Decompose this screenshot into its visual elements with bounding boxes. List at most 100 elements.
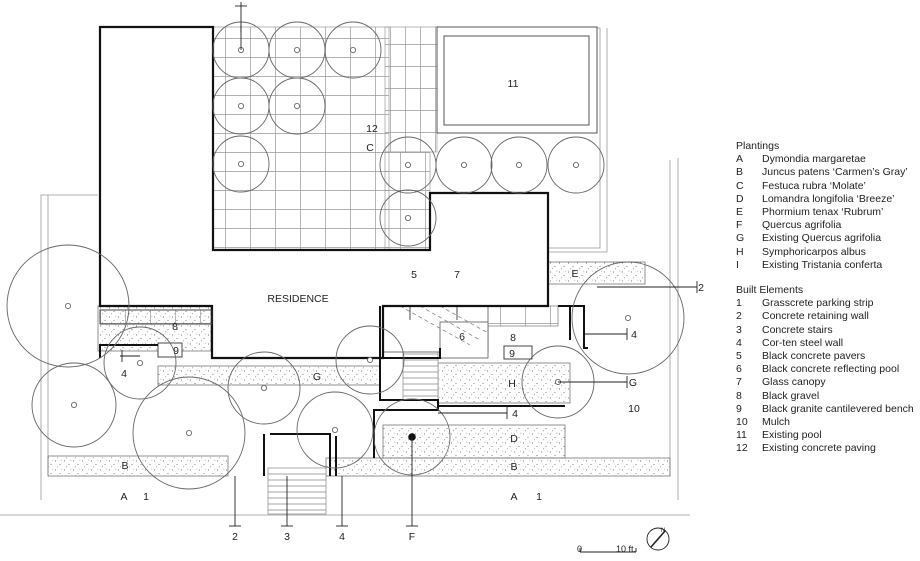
tree-canopies <box>6 21 685 490</box>
scale-ten: 10 ft. <box>616 544 636 554</box>
legend-row: 10 Mulch <box>736 416 916 429</box>
legend-label: Glass canopy <box>762 376 826 389</box>
entry-court <box>382 280 559 359</box>
north-arrow-icon <box>646 527 670 551</box>
legend-label: Existing concrete paving <box>762 442 876 455</box>
site-plan-drawing: RESIDENCE 11 12 C 8 9 4 G E 6 8 9 H 10 D… <box>0 2 704 554</box>
label-festuca: C <box>366 142 374 154</box>
legend-row: A Dymondia margaretae <box>736 153 916 166</box>
legend-label: Black concrete reflecting pool <box>762 363 900 376</box>
label-paving: 12 <box>366 123 378 135</box>
legend-label: Existing Quercus agrifolia <box>762 232 882 245</box>
legend-label: Concrete stairs <box>762 323 833 336</box>
label-gravel-g: G <box>313 371 321 383</box>
north-label: N <box>661 528 665 534</box>
callout-2-right: 2 <box>698 282 704 294</box>
legend-key: 10 <box>736 416 748 429</box>
legend-key: I <box>736 258 739 271</box>
label-gravel-d: D <box>510 433 518 445</box>
label-strip-b-e: B <box>510 461 517 473</box>
built-elements-title: Built Elements <box>736 284 804 297</box>
callout-i: I <box>240 23 243 35</box>
legend-row: C Festuca rubra ‘Molate’ <box>736 180 916 193</box>
callout-4-center: 4 <box>512 408 518 420</box>
legend-label: Mulch <box>762 416 791 429</box>
legend-key: 5 <box>736 350 742 363</box>
existing-pool <box>436 26 598 134</box>
legend-key: 11 <box>736 429 747 442</box>
legend-row: 12 Existing concrete paving <box>736 442 916 455</box>
label-strip-b-w: B <box>121 460 128 472</box>
label-parking-e-a: A <box>510 491 517 503</box>
callout-7: 7 <box>454 269 460 281</box>
legend-key: 8 <box>736 389 742 402</box>
legend-row: 2 Concrete retaining wall <box>736 310 916 323</box>
legend-row: D Lomandra longifolia ‘Breeze’ <box>736 193 916 206</box>
walls <box>99 305 588 476</box>
callout-4-right: 4 <box>631 329 637 341</box>
legend-key: 6 <box>736 363 742 376</box>
legend-key: 2 <box>736 310 742 323</box>
legend-label: Black granite cantilevered bench <box>762 402 914 415</box>
label-bench-granite-w: 9 <box>173 345 179 357</box>
label-gravel-8: 8 <box>510 332 516 344</box>
benches <box>99 309 533 360</box>
legend-key: 1 <box>736 297 742 310</box>
label-reflecting-pool: 6 <box>459 331 465 343</box>
concrete-stairs <box>267 347 439 515</box>
legend-key: C <box>736 179 744 192</box>
legend-key: H <box>736 245 744 258</box>
callout-5: 5 <box>411 269 417 281</box>
residence-outline <box>98 25 550 360</box>
scale-bar <box>579 548 637 553</box>
label-wall-w: 4 <box>121 368 127 380</box>
legend-label: Lomandra longifolia ‘Breeze’ <box>762 192 895 205</box>
legend-key: 12 <box>736 442 748 455</box>
legend-label: Quercus agrifolia <box>762 219 842 232</box>
existing-concrete-paving <box>212 26 438 251</box>
legend-row: B Juncus patens ‘Carmen’s Gray’ <box>736 166 916 179</box>
legend-label: Grasscrete parking strip <box>762 297 874 310</box>
legend-key: A <box>736 153 744 166</box>
label-parking-e-1: 1 <box>536 491 542 503</box>
legend-key: B <box>736 166 744 179</box>
legend-label: Concrete retaining wall <box>762 310 869 323</box>
legend-row: 1 Grasscrete parking strip <box>736 297 916 310</box>
legend-row: 8 Black gravel <box>736 390 916 403</box>
legend-key: G <box>736 232 745 245</box>
legend-key: E <box>736 206 744 219</box>
legend-key: 3 <box>736 323 742 336</box>
legend-row: F Quercus agrifolia <box>736 219 916 232</box>
label-strip-e: E <box>571 268 578 280</box>
legend-label: Phormium tenax ‘Rubrum’ <box>762 206 884 219</box>
legend-key: 4 <box>736 336 742 349</box>
callout-4-bottom: 4 <box>339 531 345 543</box>
label-mulch: 10 <box>628 403 640 415</box>
legend-row: I Existing Tristania conferta <box>736 259 916 272</box>
label-gravel-h: H <box>508 378 516 390</box>
legend-key: F <box>736 219 743 232</box>
property-lines <box>0 27 690 516</box>
residence-label: RESIDENCE <box>267 293 328 305</box>
label-parking-w-1: 1 <box>143 491 149 503</box>
legend-row: 3 Concrete stairs <box>736 324 916 337</box>
legend-label: Juncus patens ‘Carmen’s Gray’ <box>762 166 908 179</box>
legend-label: Black concrete pavers <box>762 350 866 363</box>
callout-lines <box>120 2 698 527</box>
legend-label: Black gravel <box>762 389 820 402</box>
legend-key: D <box>736 192 744 205</box>
legend-row: E Phormium tenax ‘Rubrum’ <box>736 206 916 219</box>
scale-zero: 0 <box>577 544 582 554</box>
label-pool: 11 <box>508 78 519 90</box>
legend-row: G Existing Quercus agrifolia <box>736 232 916 245</box>
label-bench-9: 9 <box>509 348 515 360</box>
legend-label: Existing Tristania conferta <box>762 258 883 271</box>
legend-label: Festuca rubra ‘Molate’ <box>762 179 866 192</box>
callout-f-bottom: F <box>409 531 415 543</box>
legend-label: Dymondia margaretae <box>762 153 866 166</box>
